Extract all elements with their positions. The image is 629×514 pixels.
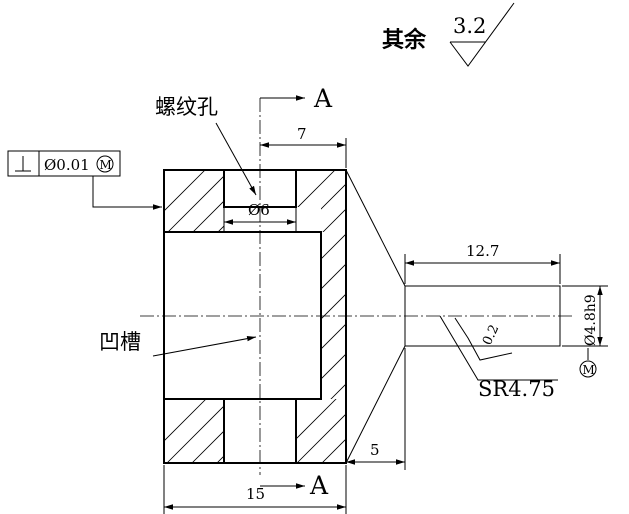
roughness-note: 其余 3.2: [382, 2, 515, 67]
cone-and-shaft: [345, 169, 561, 464]
tolerance-modifier: M: [100, 158, 112, 172]
thread-hole-callout: 螺纹孔: [155, 95, 257, 196]
dimension-top-width-value: 7: [297, 125, 307, 143]
perpendicularity-icon: [15, 156, 31, 172]
tolerance-frame: Ø0.01 M: [7, 150, 162, 210]
section-marker-bottom: A: [260, 471, 329, 500]
groove-label: 凹槽: [99, 330, 141, 354]
dimension-shaft-length: 12.7: [404, 242, 561, 284]
center-lines: [140, 98, 572, 475]
groove-callout: 凹槽: [99, 330, 257, 357]
dimension-body-length-value: 15: [246, 485, 265, 503]
section-label-bottom: A: [309, 471, 329, 500]
dimension-cone-length-value: 5: [370, 441, 380, 459]
dimension-shaft-diameter-value: Ø4.8h9: [583, 294, 599, 346]
hatch-bottom-right: [296, 399, 346, 463]
fillet-roughness-symbol: [454, 317, 513, 361]
hatch-right-wall: [321, 233, 346, 399]
shaft-modifier-icon: [579, 360, 597, 378]
roughness-symbol: [449, 2, 515, 67]
sphere-radius-callout: 0.2 SR4.75: [439, 315, 558, 401]
tolerance-value: Ø0.01: [44, 156, 90, 174]
cone-outline: [345, 169, 406, 464]
inner-groove-outline: [164, 231, 322, 400]
dimension-cone-length: 5: [346, 348, 406, 470]
dimension-shaft-diameter: Ø4.8h9 M: [562, 285, 608, 378]
sphere-radius-value: SR4.75: [478, 377, 555, 401]
thread-hole-top-outline: [223, 170, 297, 208]
body-outline: [163, 169, 347, 464]
hatch-top-left: [164, 170, 224, 232]
dimension-body-length: 15: [163, 465, 347, 514]
dimension-hole-diameter: Ø6: [224, 201, 296, 225]
section-label-top: A: [313, 84, 333, 113]
shaft-outline: [404, 285, 561, 347]
dimension-hole-diameter-value: Ø6: [248, 201, 270, 219]
part-body: [163, 169, 347, 464]
fillet-roughness-value: 0.2: [480, 323, 502, 348]
section-marker-top: A: [260, 84, 333, 113]
shaft-modifier: M: [583, 363, 595, 377]
section-hatching: [164, 170, 346, 463]
tolerance-modifier-icon: [96, 155, 114, 173]
roughness-value: 3.2: [453, 14, 486, 38]
dimension-shaft-length-value: 12.7: [466, 242, 499, 260]
roughness-prefix: 其余: [382, 27, 427, 53]
hatch-bottom-left: [164, 399, 224, 463]
dimension-top-width: 7: [260, 125, 347, 168]
thread-hole-label: 螺纹孔: [155, 95, 218, 119]
